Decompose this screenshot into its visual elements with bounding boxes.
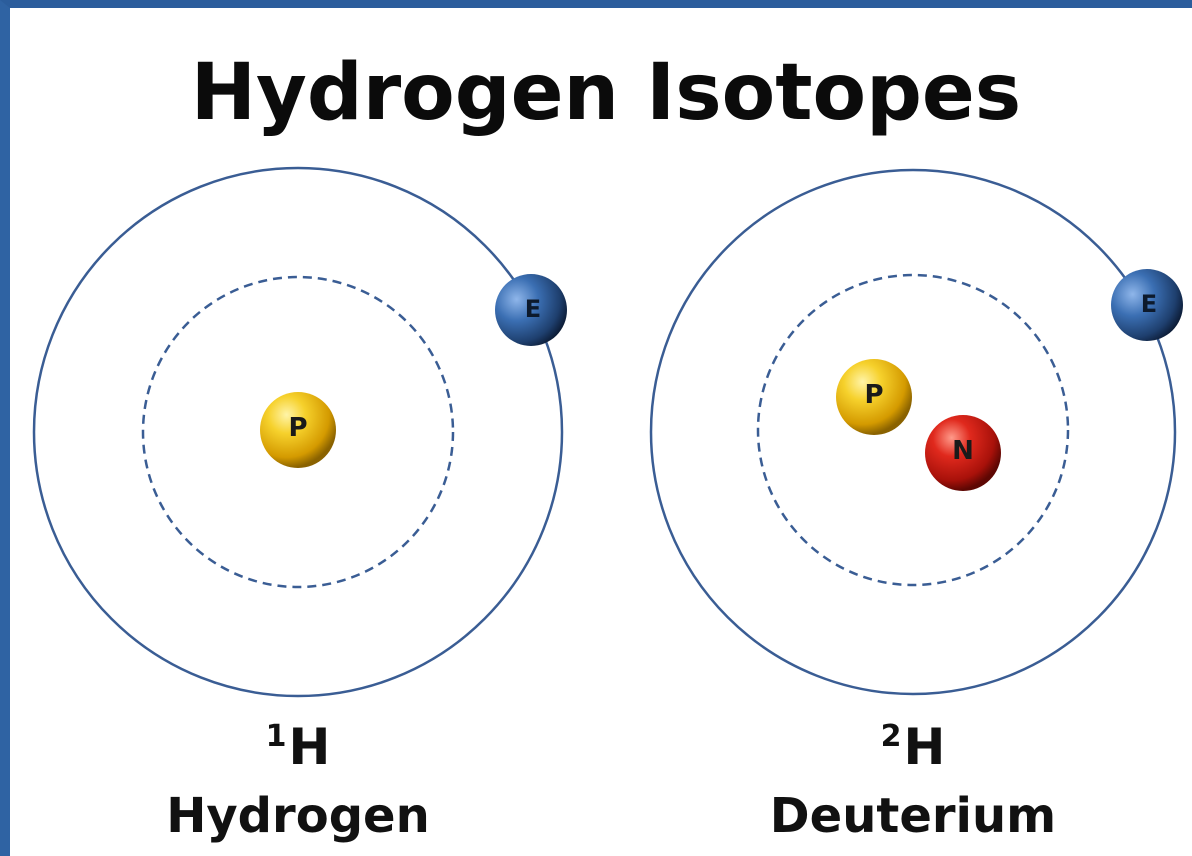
inner-orbit-dashed <box>756 273 1070 587</box>
neutron: N <box>925 415 1001 491</box>
deuterium-atom: P N E <box>649 168 1183 696</box>
isotope-symbol: 1H <box>98 712 498 772</box>
electron: E <box>495 274 567 346</box>
element-symbol: H <box>903 718 946 776</box>
isotope-hydrogen: 1H Hydrogen <box>98 712 498 844</box>
proton-label: P <box>864 380 883 410</box>
isotope-deuterium: 2H Deuterium <box>713 712 1113 844</box>
proton: P <box>260 392 336 468</box>
isotope-symbol: 2H <box>713 712 1113 772</box>
page-title: Hydrogen Isotopes <box>190 48 1022 138</box>
isotope-name: Deuterium <box>769 788 1057 844</box>
isotope-name: Hydrogen <box>166 788 430 844</box>
element-symbol: H <box>288 718 331 776</box>
hydrogen-atom: P E <box>32 166 567 698</box>
mass-number: 1 <box>265 719 287 754</box>
proton: P <box>836 359 912 435</box>
outer-orbit <box>32 166 564 698</box>
outer-orbit <box>649 168 1177 696</box>
proton-label: P <box>288 413 307 443</box>
neutron-label: N <box>952 436 974 466</box>
inner-orbit-dashed <box>141 275 455 589</box>
electron-label: E <box>1141 290 1157 318</box>
electron: E <box>1111 269 1183 341</box>
electron-label: E <box>525 295 541 323</box>
mass-number: 2 <box>880 719 902 754</box>
